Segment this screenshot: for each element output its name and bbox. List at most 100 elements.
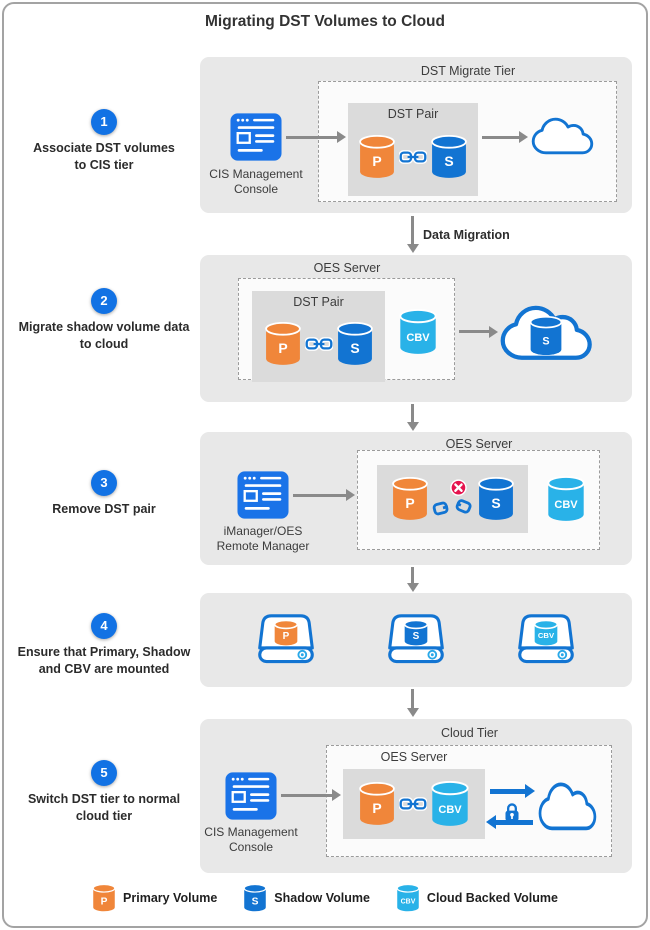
mounted-shadow-drive-icon: S [387,613,445,668]
oes-server-label: OES Server [313,261,381,275]
svg-text:P: P [283,631,290,642]
svg-text:CBV: CBV [438,804,462,816]
svg-text:CBV: CBV [406,332,430,344]
step-2-badge: 2 [91,288,117,314]
arrow-right-icon [482,135,520,139]
panel-step2: OES Server DST Pair P S CBV S [200,255,632,402]
cloud-tier-label: Cloud Tier [441,726,498,740]
page-title: Migrating DST Volumes to Cloud [205,13,445,30]
panel-step4: P S CBV [200,593,632,687]
link-icon [305,337,333,351]
dst-pair-box: DST Pair P S [348,103,478,196]
oes-server-label: OES Server [445,437,513,451]
cloud-icon [530,113,594,160]
cis-console-icon [225,771,277,821]
step-3-badge: 3 [91,470,117,496]
svg-text:P: P [405,495,414,511]
step-3-label: Remove DST pair [52,502,156,516]
shadow-volume-icon: S [431,135,467,178]
svg-text:S: S [491,495,500,511]
arrow-down-icon [411,216,414,245]
link-icon [399,150,427,164]
legend: P Primary Volume S Shadow Volume CBV Clo… [0,884,650,912]
cbv-volume-icon: CBV [396,884,420,912]
arrow-down-icon [411,404,414,423]
data-migration-label: Data Migration [423,228,510,242]
legend-label: Primary Volume [123,891,218,905]
primary-volume-icon: P [92,884,116,912]
arrow-left-icon [495,820,533,825]
primary-volume-icon: P [359,135,395,178]
primary-volume-icon: P [264,322,301,365]
link-icon [399,797,427,811]
svg-text:CBV: CBV [401,898,416,905]
cloud-pair-box: P CBV [343,769,485,839]
step-5-badge: 5 [91,760,117,786]
legend-label: Shadow Volume [274,891,370,905]
lock-icon [505,803,519,822]
arrow-right-icon [286,135,338,139]
arrow-right-icon [490,789,526,794]
legend-item-cbv: CBV Cloud Backed Volume [396,884,558,912]
cbv-volume-icon: CBV [547,476,585,521]
primary-volume-icon: P [391,477,428,520]
mounted-primary-drive-icon: P [257,613,315,668]
shadow-volume-icon: S [477,477,514,520]
legend-item-shadow: S Shadow Volume [243,884,370,912]
primary-volume-icon: P [359,782,395,825]
step-3: 3 Remove DST pair [8,470,200,518]
mounted-drives-row: P S CBV [200,593,632,668]
legend-item-primary: P Primary Volume [92,884,217,912]
shadow-volume-icon: S [529,316,562,356]
dst-migrate-tier-label: DST Migrate Tier [420,64,516,78]
mounted-cbv-drive-icon: CBV [517,613,575,668]
shadow-volume-icon: S [243,884,267,912]
broken-dst-pair-box: P S [377,465,528,533]
arrow-down-icon [411,689,414,709]
svg-text:P: P [372,153,381,169]
svg-text:S: S [542,335,549,347]
arrow-right-icon [281,793,333,797]
dst-pair-label: DST Pair [387,107,439,121]
cbv-volume-icon: CBV [399,309,437,354]
arrow-down-icon [411,567,414,584]
imanager-console-icon [237,470,289,520]
arrow-right-icon [459,330,490,333]
dst-pair-box: DST Pair P S [252,291,385,382]
cis-console-icon [230,112,282,162]
broken-link-icon [432,479,472,516]
svg-text:CBV: CBV [554,499,578,511]
svg-text:S: S [350,340,359,356]
cbv-volume-icon: CBV [431,781,469,826]
svg-text:P: P [278,340,287,356]
cloud-icon [537,781,597,833]
svg-text:CBV: CBV [538,631,555,640]
step-1-badge: 1 [91,109,117,135]
oes-server-label: OES Server [380,750,448,764]
svg-text:P: P [101,896,108,907]
shadow-volume-icon: S [336,322,373,365]
svg-text:P: P [372,800,381,816]
arrow-right-icon [293,493,347,497]
svg-text:S: S [413,631,420,642]
legend-label: Cloud Backed Volume [426,891,558,905]
svg-text:S: S [444,153,453,169]
dst-pair-label: DST Pair [293,295,344,309]
step-4-badge: 4 [91,613,117,639]
cloud-shadow-volume: S [498,302,593,365]
svg-text:S: S [252,896,259,907]
